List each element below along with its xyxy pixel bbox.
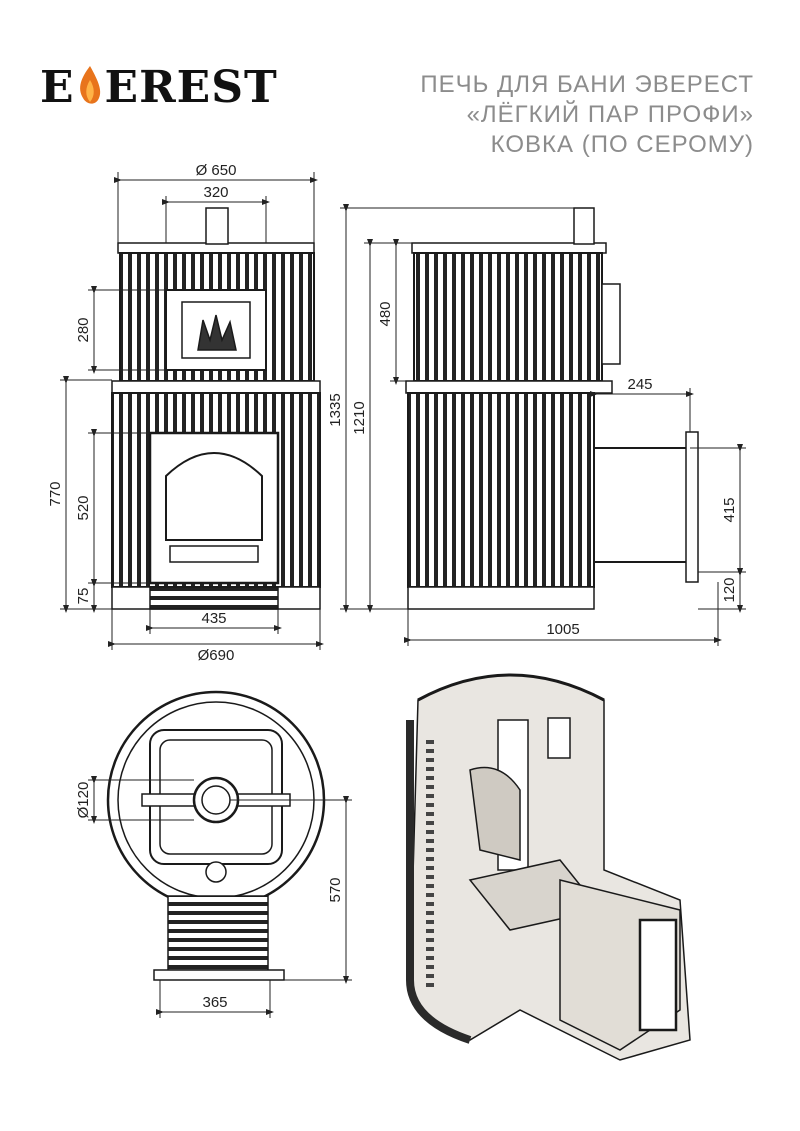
front-fire-door-glass	[165, 452, 263, 541]
dim-side-height-480: 480	[377, 301, 394, 326]
top-water-outlet	[205, 861, 227, 883]
dim-side-height-415: 415	[721, 497, 738, 522]
side-mid-plate	[405, 380, 613, 394]
dim-front-width-435: 435	[201, 610, 226, 627]
side-dimensions	[340, 204, 746, 646]
dim-front-width-320: 320	[203, 184, 228, 201]
top-tunnel	[167, 895, 269, 971]
front-base-grille	[149, 586, 279, 610]
side-upper-handle	[601, 283, 621, 365]
logo-letter-e: E	[40, 62, 75, 113]
front-dimensions	[60, 172, 324, 650]
cutaway-water-pipe	[547, 717, 571, 759]
side-tunnel-door	[685, 431, 699, 583]
dim-front-diameter-650: Ø 650	[196, 162, 237, 179]
dim-side-height-1335: 1335	[327, 393, 344, 426]
dim-side-width-245: 245	[627, 376, 652, 393]
cutaway-top-rim	[417, 673, 605, 702]
side-firebox-tunnel	[593, 447, 691, 563]
title-line-1: ПЕЧЬ ДЛЯ БАНИ ЭВЕРЕСТ	[420, 71, 754, 98]
side-lower-body	[407, 392, 595, 588]
side-upper-body	[413, 252, 603, 382]
cutaway-isometric-view	[406, 673, 691, 1061]
dim-front-height-520: 520	[75, 495, 92, 520]
top-view	[106, 690, 326, 981]
cutaway-outer-shell	[406, 720, 472, 1044]
dim-side-length-1005: 1005	[546, 621, 579, 638]
side-base	[407, 586, 595, 610]
title-line-3: КОВКА (ПО СЕРОМУ)	[490, 131, 754, 158]
side-chimney	[573, 207, 595, 245]
dim-front-diameter-690: Ø690	[198, 647, 235, 664]
cutaway-inner-chamber	[469, 766, 521, 861]
top-dimensions	[88, 776, 352, 1018]
dim-side-height-1210: 1210	[351, 401, 368, 434]
title-line-2: «ЛЁГКИЙ ПАР ПРОФИ»	[466, 101, 754, 128]
dim-top-width-365: 365	[202, 994, 227, 1011]
front-view	[111, 207, 321, 610]
brand-logo: E EREST	[40, 62, 278, 113]
dim-top-length-570: 570	[327, 877, 344, 902]
document-title: ПЕЧЬ ДЛЯ БАНИ ЭВЕРЕСТ «ЛЁГКИЙ ПАР ПРОФИ»…	[420, 70, 754, 160]
dim-side-height-120: 120	[721, 577, 738, 602]
front-chimney	[205, 207, 229, 245]
dim-front-height-75: 75	[75, 588, 92, 605]
top-tunnel-flange	[153, 969, 285, 981]
dim-front-height-280: 280	[75, 317, 92, 342]
dim-top-diameter-120: Ø120	[75, 782, 92, 819]
front-ash-vent	[169, 545, 259, 563]
side-view	[405, 207, 699, 610]
front-upper-flame	[197, 314, 237, 351]
cutaway-tunnel-door	[638, 918, 678, 1032]
dim-front-height-770: 770	[47, 481, 64, 506]
logo-text-rest: EREST	[104, 62, 278, 113]
front-mid-plate	[111, 380, 321, 394]
flame-icon	[79, 66, 100, 104]
